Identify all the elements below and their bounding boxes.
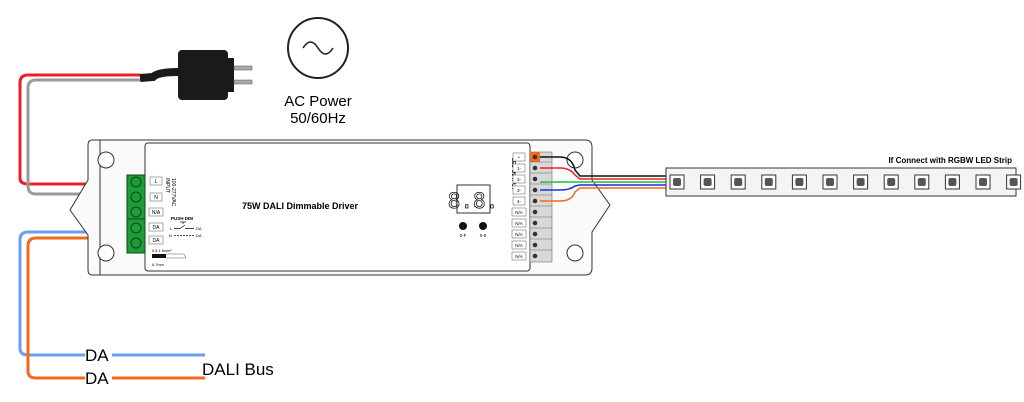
push-dim-l: L bbox=[170, 226, 173, 231]
driver-housing bbox=[69, 139, 611, 276]
address-button-2[interactable] bbox=[479, 222, 487, 230]
push-dim-diagram: PUSH DIM L N DA DA bbox=[169, 216, 202, 238]
driver-title: 75W DALI Dimmable Driver bbox=[242, 201, 359, 211]
terminal-label-da2: DA bbox=[153, 238, 161, 244]
input-terminal-labels: L N N/A DA DA bbox=[148, 176, 164, 245]
led-emitter bbox=[673, 178, 681, 186]
output-terminal-block bbox=[529, 151, 553, 263]
input-terminal-block bbox=[126, 174, 146, 254]
ac-power-frequency: 50/60Hz bbox=[290, 110, 346, 127]
display-value: 8.8. bbox=[448, 189, 499, 213]
output-label: LED OUTPUT bbox=[510, 158, 516, 190]
led-strip bbox=[665, 167, 1022, 197]
wire-strip-length: 6-7mm bbox=[152, 263, 164, 267]
output-label-1: 1- bbox=[517, 166, 522, 171]
wire-dali-2 bbox=[26, 236, 205, 380]
output-label-na: N/A bbox=[515, 221, 523, 226]
output-label-plus: + bbox=[518, 155, 521, 160]
led-emitter bbox=[1009, 178, 1018, 186]
terminal-label-da1: DA bbox=[153, 225, 161, 231]
led-emitter bbox=[979, 178, 987, 186]
led-emitter bbox=[887, 178, 896, 186]
dali-bus-label: DALI Bus bbox=[202, 360, 274, 379]
led-emitter bbox=[734, 178, 743, 186]
address-button-1[interactable] bbox=[459, 222, 467, 230]
led-strip-caption: If Connect with RGBW LED Strip bbox=[888, 156, 1012, 165]
dali-line-1-label: DA bbox=[85, 346, 109, 365]
wire-neutral bbox=[26, 78, 140, 200]
led-emitter bbox=[917, 178, 926, 186]
output-label-na: N/A bbox=[515, 232, 523, 237]
led-emitter bbox=[856, 178, 865, 186]
power-plug-icon bbox=[139, 50, 253, 100]
address-button-1-label: 0-F bbox=[460, 233, 467, 238]
input-label: INPUT bbox=[164, 178, 170, 193]
terminal-label-l: L bbox=[155, 179, 158, 185]
segment-display: 8.8. bbox=[447, 184, 499, 214]
terminal-label-n: N bbox=[154, 195, 158, 201]
output-label-4: 4- bbox=[517, 199, 522, 204]
dali-line-2-label: DA bbox=[85, 369, 109, 388]
led-emitter bbox=[948, 178, 957, 186]
wire-spec: 0.5-1.5mm² 6-7mm bbox=[152, 249, 187, 267]
wire-dali-1 bbox=[18, 227, 205, 357]
terminal-label-na: N/A bbox=[152, 210, 161, 216]
output-label-3: 3- bbox=[517, 188, 522, 193]
led-emitter bbox=[764, 178, 773, 186]
output-wires bbox=[540, 156, 668, 202]
led-emitter bbox=[795, 178, 804, 186]
output-label-na: N/A bbox=[515, 243, 523, 248]
push-dim-da2: DA bbox=[196, 233, 202, 238]
led-emitter bbox=[703, 178, 712, 186]
input-voltage: 100-277VAC bbox=[170, 178, 176, 207]
push-dim-da1: DA bbox=[196, 226, 202, 231]
ac-power-source: AC Power 50/60Hz bbox=[284, 17, 352, 127]
push-dim-n: N bbox=[169, 233, 172, 238]
wire-cross-section: 0.5-1.5mm² bbox=[152, 249, 172, 253]
ac-power-title: AC Power bbox=[284, 93, 352, 110]
output-label-2: 2- bbox=[517, 177, 522, 182]
led-emitter bbox=[826, 178, 834, 186]
push-dim-title: PUSH DIM bbox=[171, 216, 193, 221]
output-terminal-labels: + 1- 2- 3- 4- N/A N/A N/A N/A N/A bbox=[511, 152, 527, 261]
address-button-2-label: 0-9 bbox=[480, 233, 487, 238]
output-label-na: N/A bbox=[515, 210, 523, 215]
output-label-na: N/A bbox=[515, 254, 523, 259]
